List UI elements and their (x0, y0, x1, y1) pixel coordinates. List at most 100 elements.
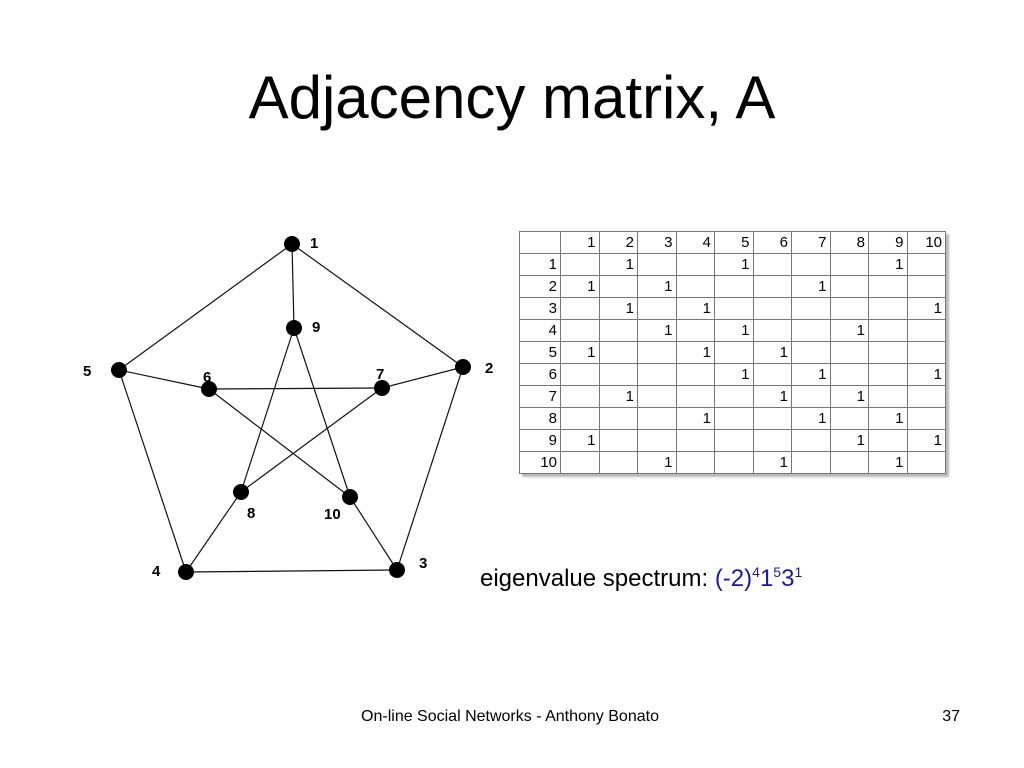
matrix-cell (868, 385, 908, 408)
matrix-cell: 1 (714, 319, 754, 342)
matrix-cell (598, 363, 638, 386)
matrix-cell: 1 (829, 429, 869, 452)
matrix-cell (868, 429, 908, 452)
graph-node (342, 489, 358, 505)
matrix-cell: 1 (906, 363, 946, 386)
graph-edge (240, 327, 295, 493)
graph-node-label: 3 (419, 555, 427, 572)
matrix-cell: 1 (637, 319, 677, 342)
matrix-cell (598, 429, 638, 452)
matrix-cell (791, 451, 831, 474)
matrix-col-header: 4 (675, 231, 715, 254)
matrix-cell (637, 363, 677, 386)
matrix-cell: 1 (906, 297, 946, 320)
matrix-cell (637, 407, 677, 430)
matrix-cell: 1 (829, 385, 869, 408)
matrix-row-header: 2 (519, 275, 561, 298)
matrix-cell (829, 275, 869, 298)
graph-node (286, 320, 302, 336)
matrix-cell (714, 407, 754, 430)
matrix-col-header: 1 (560, 231, 600, 254)
matrix-cell (714, 451, 754, 474)
matrix-cell (675, 385, 715, 408)
matrix-col-header: 10 (906, 231, 946, 254)
spectrum-base-1: (-2) (714, 565, 753, 592)
graph-node (284, 236, 300, 252)
graph-edge (185, 491, 242, 573)
matrix-cell (791, 341, 831, 364)
matrix-cell (560, 319, 600, 342)
matrix-cell (560, 407, 600, 430)
graph-edge (381, 366, 464, 389)
matrix-cell (868, 297, 908, 320)
matrix-cell (714, 297, 754, 320)
matrix-cell (637, 297, 677, 320)
matrix-cell (791, 385, 831, 408)
matrix-cell (752, 275, 792, 298)
matrix-cell: 1 (714, 363, 754, 386)
matrix-cell: 1 (560, 275, 600, 298)
matrix-cell (829, 253, 869, 276)
matrix-cell (906, 253, 946, 276)
matrix-cell (714, 275, 754, 298)
matrix-cell (752, 407, 792, 430)
graph-edge (349, 496, 398, 571)
matrix-cell (598, 319, 638, 342)
matrix-row-header: 7 (519, 385, 561, 408)
graph-node-label: 10 (324, 506, 341, 523)
matrix-cell (829, 297, 869, 320)
matrix-cell: 1 (675, 297, 715, 320)
matrix-cell (829, 363, 869, 386)
graph-node (233, 484, 249, 500)
matrix-cell (906, 385, 946, 408)
eigenvalue-spectrum: eigenvalue spectrum: (-2)41531 (480, 562, 802, 596)
graph-edge (118, 243, 293, 371)
matrix-cell: 1 (598, 253, 638, 276)
matrix-cell (868, 275, 908, 298)
spectrum-value: (-2)41531 (715, 565, 802, 592)
matrix-cell: 1 (637, 275, 677, 298)
matrix-cell (560, 451, 600, 474)
graph-node-label: 9 (312, 319, 320, 336)
spectrum-base-3: 3 (781, 565, 795, 592)
matrix-row-header: 1 (519, 253, 561, 276)
matrix-cell (868, 319, 908, 342)
matrix-cell (714, 385, 754, 408)
matrix-cell (791, 297, 831, 320)
matrix-cell (675, 319, 715, 342)
matrix-col-header: 3 (637, 231, 677, 254)
matrix-col-header: 5 (714, 231, 754, 254)
graph-node (201, 381, 217, 397)
graph-edge (208, 387, 383, 390)
slide-footer: On-line Social Networks - Anthony Bonato (361, 708, 659, 725)
graph-node-label: 8 (247, 505, 255, 522)
graph-edge (118, 369, 187, 573)
matrix-cell (598, 341, 638, 364)
spectrum-label: eigenvalue spectrum: (480, 565, 709, 592)
slide-title: Adjacency matrix, A (248, 64, 776, 131)
matrix-cell (906, 275, 946, 298)
matrix-cell: 1 (598, 297, 638, 320)
matrix-cell: 1 (868, 253, 908, 276)
matrix-cell: 1 (868, 451, 908, 474)
matrix-cell (868, 341, 908, 364)
graph-node-label: 7 (376, 366, 384, 383)
graph-edge (185, 569, 398, 573)
matrix-cell: 1 (906, 429, 946, 452)
graph-edge (291, 243, 464, 368)
matrix-row-header: 6 (519, 363, 561, 386)
matrix-cell (637, 429, 677, 452)
graph-edge (208, 388, 351, 498)
matrix-row-header: 8 (519, 407, 561, 430)
matrix-row-header: 5 (519, 341, 561, 364)
matrix-cell (791, 253, 831, 276)
matrix-cell: 1 (675, 407, 715, 430)
matrix-cell (829, 451, 869, 474)
matrix-cell (637, 253, 677, 276)
